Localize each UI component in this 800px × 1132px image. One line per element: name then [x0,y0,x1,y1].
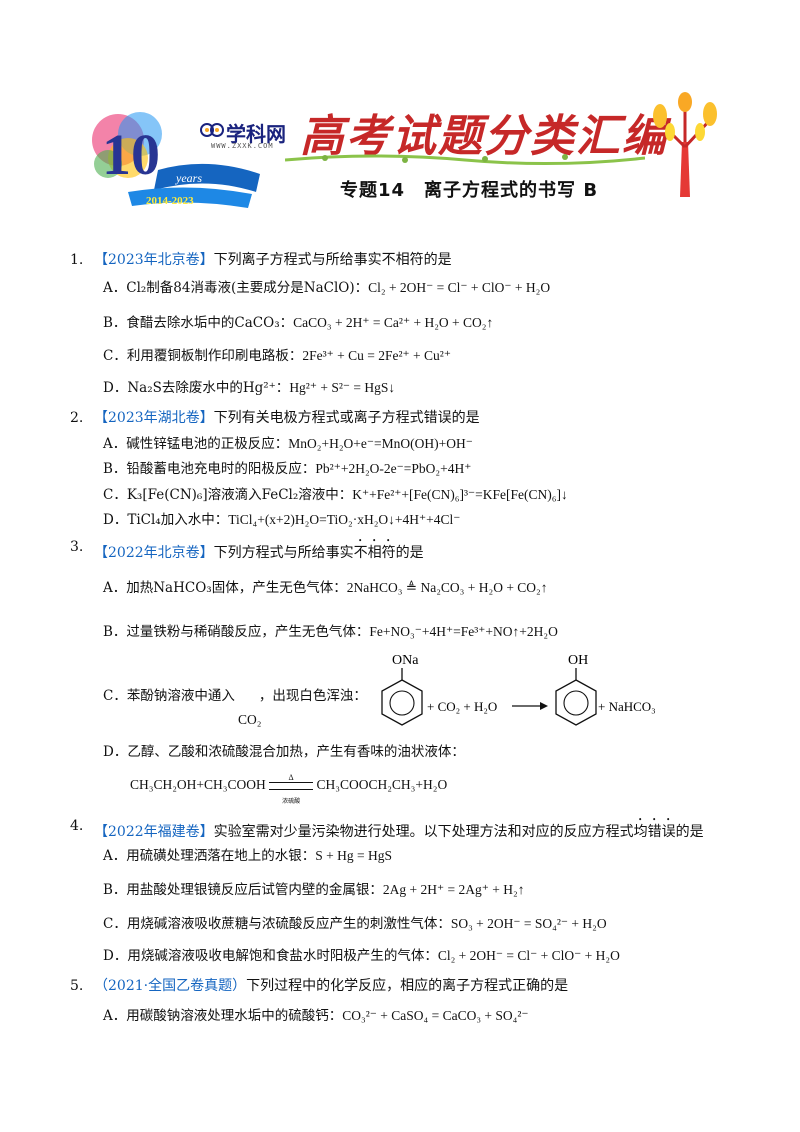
question-stem: 下列有关电极方程式或离子方程式错误的是 [213,410,480,426]
pencil-tree-icon [653,92,717,197]
option-d: D．用烧碱溶液吸收电解饱和食盐水时阳极产生的气体：Cl₂ + 2OH⁻ = Cl… [103,948,620,964]
option-a: A．加热NaHCO₃固体，产生无色气体：2NaHCO₃ ≜ Na₂CO₃ + H… [103,580,548,596]
substituent-right: OH [568,653,588,668]
option-d: D．TiCl₄加入水中：TiCl₄+(x+2)H₂O=TiO₂·xH₂O↓+4H… [103,512,461,528]
option-b: B．食醋去除水垢中的CaCO₃：CaCO₃ + 2H⁺ = Ca²⁺ + H₂O… [103,315,494,331]
owl-icon [200,123,224,137]
question-number: 5. [70,978,84,994]
brand-name: 学科网 [226,122,286,146]
question-number: 4. [70,818,84,834]
question-source: （2021·全国乙卷真题） [94,978,247,994]
esterification-equation: CH₃CH₂OH+CH₃COOH Δ 浓硫酸 CH₃COOCH₂CH₃+H₂O [130,772,448,805]
question-source: 【2022年福建卷】 [94,824,214,840]
option-a: A．用碳酸钠溶液处理水垢中的硫酸钙：CO₃²⁻ + CaSO₄ = CaCO₃ … [103,1008,529,1024]
reaction-product: + NaHCO₃ [598,699,656,714]
option-a: A．碱性锌锰电池的正极反应：MnO₂+H₂O+e⁻=MnO(OH)+OH⁻ [103,436,473,452]
question-number: 1. [70,252,84,268]
option-d: D．乙醇、乙酸和浓硫酸混合加热，产生有香味的油状液体： [103,744,465,760]
option-b: B．用盐酸处理银镜反应后试管内壁的金属银：2Ag + 2H⁺ = 2Ag⁺ + … [103,882,525,898]
question-stem: 实验室需对少量污染物进行处理。以下处理方法和对应的反应方程式 [213,824,634,840]
option-b: B．过量铁粉与稀硝酸反应，产生无色气体：Fe+NO₃⁻+4H⁺=Fe³⁺+NO↑… [103,624,558,640]
reaction-middle: + CO₂ + H₂O [427,699,497,714]
logo-years-label: years [175,171,202,185]
anniversary-logo: 10 years 2014-2023 [92,112,260,208]
topic-title: 专题14 离子方程式的书写 B [340,180,599,201]
question-source: 【2023年湖北卷】 [94,410,214,426]
question-number: 3. [70,539,84,555]
emphasis-text: 均错误 [633,824,676,840]
series-title: 高考试题分类汇编 [300,111,668,162]
option-a: A．Cl₂制备84消毒液(主要成分是NaClO)：Cl₂ + 2OH⁻ = Cl… [103,280,551,296]
option-d: D．Na₂S去除废水中的Hg²⁺：Hg²⁺ + S²⁻ = HgS↓ [103,380,396,396]
option-c: C．用烧碱溶液吸收蔗糖与浓硫酸反应产生的刺激性气体：SO₃ + 2OH⁻ = S… [103,916,607,932]
phenol-reaction-diagram: ONa + CO₂ + H₂O OH + NaHCO₃ [381,653,656,726]
emphasis-text: 不相符 [353,545,396,561]
logo-number: 10 [102,122,160,187]
vine-decoration [285,154,645,166]
page-header: 10 years 2014-2023 学科网 WWW.ZXXK.COM 高考试题… [0,0,800,220]
logo-year-range: 2014-2023 [146,195,194,207]
option-c: C．利用覆铜板制作印刷电路板：2Fe³⁺ + Cu = 2Fe²⁺ + Cu²⁺ [103,348,451,364]
co2-label: CO₂ [238,712,262,727]
brand-url: WWW.ZXXK.COM [211,142,274,150]
substituent-left: ONa [392,653,419,668]
option-c: C．K₃[Fe(CN)₆]溶液滴入FeCl₂溶液中：K⁺+Fe²⁺+[Fe(CN… [103,487,568,503]
question-stem: 下列方程式与所给事实 [213,545,354,561]
question-stem: 下列离子方程式与所给事实不相符的是 [213,252,452,268]
option-c: C．苯酚钠溶液中通入，出现白色浑浊： [103,688,367,704]
question-source: 【2023年北京卷】 [94,252,214,268]
question-stem: 下列过程中的化学反应，相应的离子方程式正确的是 [246,978,569,994]
option-a: A．用硫磺处理洒落在地上的水银：S + Hg = HgS [103,848,392,864]
option-b: B．铅酸蓄电池充电时的阳极反应：Pb²⁺+2H₂O-2e⁻=PbO₂+4H⁺ [103,461,472,477]
question-source: 【2022年北京卷】 [94,545,214,561]
question-number: 2. [70,410,84,426]
